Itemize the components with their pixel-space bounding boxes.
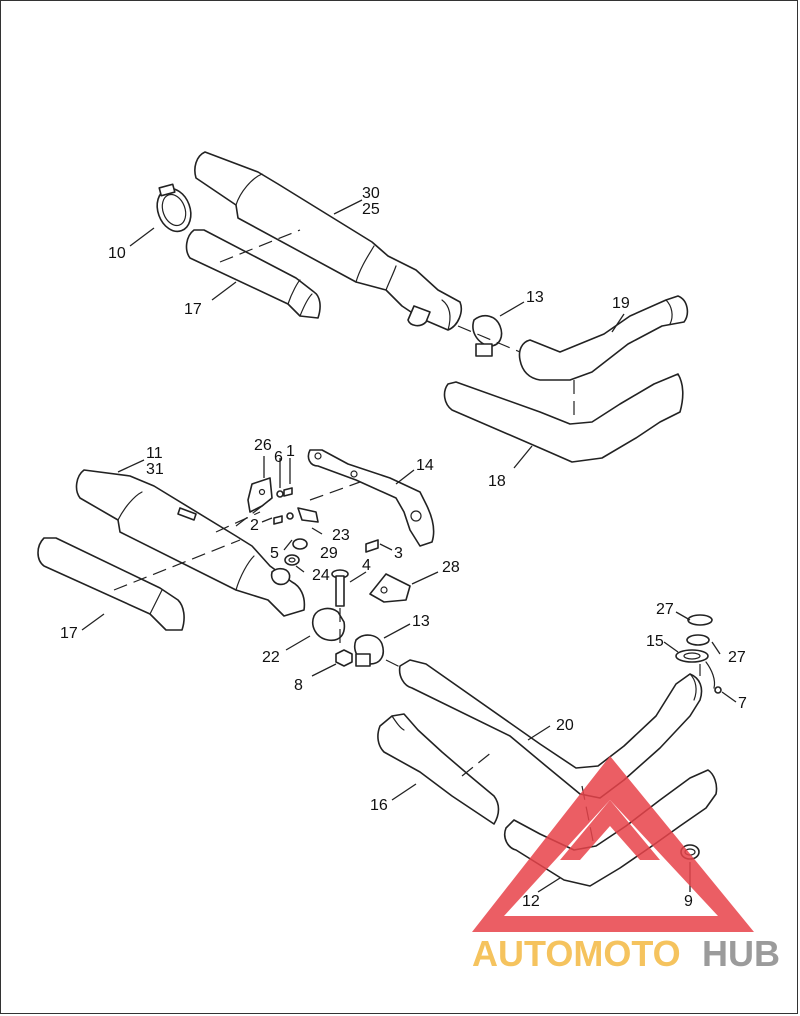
callout-14: 15: [646, 633, 664, 650]
callout-13-upper: 13: [526, 289, 544, 306]
callout-6: 6: [274, 449, 283, 466]
lower-centerline-a: [113, 539, 241, 591]
screw-3: [365, 539, 379, 553]
callout-27: 27: [728, 649, 746, 666]
lower-centerline-d: [309, 481, 361, 501]
callout-8: 8: [294, 677, 303, 694]
callout-18: 18: [488, 473, 506, 490]
callout-2: 2: [250, 517, 259, 534]
clamp-21: [312, 607, 346, 642]
lower-heat-shield: [37, 537, 185, 631]
flange-14: [675, 649, 709, 663]
callout-31: 31: [146, 461, 164, 478]
ring-26: [687, 614, 713, 626]
callout-23: 24: [312, 567, 330, 584]
watermark-text-automoto: AUTOMOTO: [472, 933, 681, 974]
callout-29: 29: [320, 545, 338, 562]
bolt-4: [331, 569, 349, 607]
callout-17-upper: 17: [184, 301, 202, 318]
upper-front-pipe: [518, 295, 689, 381]
upper-heat-shield: [185, 229, 321, 319]
clamp-13-lower: [354, 634, 385, 667]
callout-10: 10: [108, 245, 126, 262]
callout-25: 26: [254, 437, 272, 454]
lower-centerline-b: [215, 511, 261, 533]
callout-28: 28: [442, 559, 460, 576]
lower-front-pipe: [398, 659, 703, 799]
callout-7: 7: [738, 695, 747, 712]
screw-2: [273, 515, 283, 525]
upper-muffler: [194, 151, 463, 331]
callout-11: 11: [146, 445, 163, 462]
callout-1: 1: [286, 443, 295, 460]
callout-26: 27: [656, 601, 674, 618]
bracket-28: [369, 573, 411, 603]
callout-22: 23: [332, 527, 350, 544]
callout-3: 3: [394, 545, 403, 562]
callout-20: 19: [612, 295, 630, 312]
bracket-22: [297, 507, 319, 523]
upper-centerline-a: [219, 229, 301, 263]
nut-7: [714, 686, 722, 694]
callout-5: 5: [270, 545, 279, 562]
watermark-text-hub: HUB: [702, 933, 780, 974]
callout-4: 4: [362, 557, 371, 574]
ring-27: [686, 634, 710, 646]
bushing-23: [284, 554, 300, 566]
lower-muffler: [75, 469, 306, 617]
lower-centerline-f: [385, 659, 403, 669]
lower-rear-heat-shield: [377, 713, 500, 825]
clamp-10: [156, 183, 192, 233]
bracket-15: [307, 449, 435, 547]
callout-16: 16: [370, 797, 388, 814]
callout-13-lower: 13: [412, 613, 430, 630]
screw-1: [283, 487, 293, 497]
washer-6: [276, 490, 284, 498]
callout-21: 22: [262, 649, 280, 666]
callout-19: 20: [556, 717, 574, 734]
clamp-13-upper: [472, 314, 503, 357]
watermark-triangle: [472, 756, 754, 932]
bushing-29: [292, 538, 308, 550]
lower-centerline-g: [461, 751, 493, 777]
watermark-logo: AUTOMOTO HUB: [472, 756, 780, 974]
lower-centerline-c: [235, 499, 271, 527]
nut-8: [335, 649, 353, 667]
upper-front-heat-shield: [443, 373, 684, 463]
callout-15: 14: [416, 457, 434, 474]
upper-centerline-b: [457, 325, 521, 353]
callout-17-lower: 17: [60, 625, 78, 642]
callout-30: 25: [362, 201, 380, 218]
washer-5: [286, 512, 294, 520]
callout-labels: 30 25 10 17 13 19 18 11 31 26 6 1 14 2 2…: [60, 185, 747, 910]
callout-12: 12: [522, 893, 540, 910]
callout-24: 30: [362, 185, 380, 202]
callout-9: 9: [684, 893, 693, 910]
